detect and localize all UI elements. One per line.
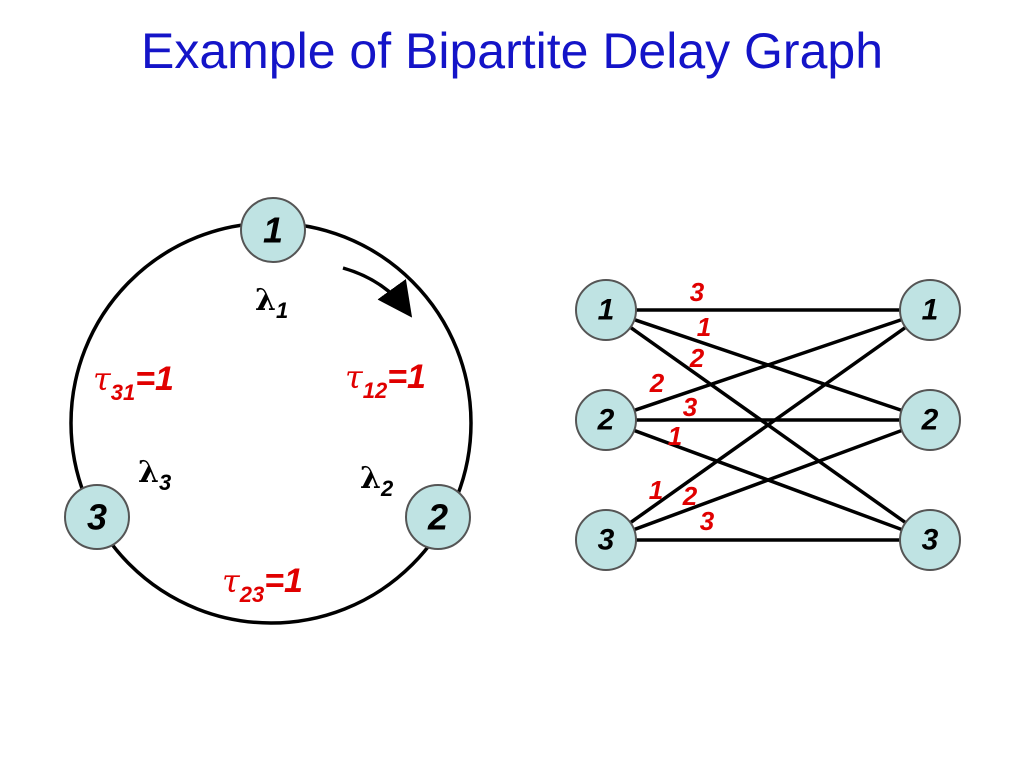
edge-weight-3-3: 3 bbox=[700, 506, 715, 536]
edge-2-1 bbox=[605, 308, 931, 422]
edge-weight-1-1: 3 bbox=[690, 277, 705, 307]
bipartite-right-node-1: 1 bbox=[899, 279, 961, 341]
edge-weight-3-2: 2 bbox=[682, 481, 698, 511]
edge-weight-1-3: 2 bbox=[689, 343, 705, 373]
right-node-2-label: 2 bbox=[921, 404, 939, 437]
ring-node-2: 2 bbox=[405, 484, 471, 550]
edge-3-2 bbox=[605, 418, 931, 542]
clockwise-arrow bbox=[342, 266, 413, 318]
delay-tau-12-label: τ12=1 bbox=[345, 358, 426, 403]
edge-3-1 bbox=[604, 308, 932, 542]
slide-title: Example of Bipartite Delay Graph bbox=[140, 23, 884, 79]
lambda-2-label: λ2 bbox=[360, 461, 394, 501]
bipartite-left-node-2: 2 bbox=[575, 389, 637, 451]
ring-node-1-label: 1 bbox=[263, 210, 283, 251]
edge-weight-1-2: 1 bbox=[697, 312, 711, 342]
edge-weight-3-1: 1 bbox=[649, 475, 663, 505]
delay-tau-31-label: τ31=1 bbox=[93, 360, 174, 405]
lambda-1-label: λ1 bbox=[255, 283, 288, 323]
edge-weight-2-3: 1 bbox=[668, 421, 682, 451]
ring-node-3: 3 bbox=[64, 484, 130, 550]
bipartite-left-node-1: 1 bbox=[575, 279, 637, 341]
bipartite-edges bbox=[604, 308, 932, 542]
left-node-1-label: 1 bbox=[598, 294, 615, 327]
edge-weight-2-2: 3 bbox=[683, 392, 698, 422]
bipartite-left-node-3: 3 bbox=[575, 509, 637, 571]
left-node-2-label: 2 bbox=[597, 404, 615, 437]
lambda-3-label: λ3 bbox=[138, 455, 171, 495]
ring-node-3-label: 3 bbox=[87, 497, 107, 538]
left-node-3-label: 3 bbox=[598, 524, 615, 557]
ring-node-1: 1 bbox=[240, 197, 306, 263]
delay-tau-23-label: τ23=1 bbox=[222, 562, 303, 607]
right-node-1-label: 1 bbox=[922, 294, 939, 327]
bipartite-right-node-2: 2 bbox=[899, 389, 961, 451]
ring-node-2-label: 2 bbox=[427, 497, 448, 538]
edge-weight-2-1: 2 bbox=[649, 368, 665, 398]
right-node-3-label: 3 bbox=[922, 524, 939, 557]
bipartite-right-node-3: 3 bbox=[899, 509, 961, 571]
